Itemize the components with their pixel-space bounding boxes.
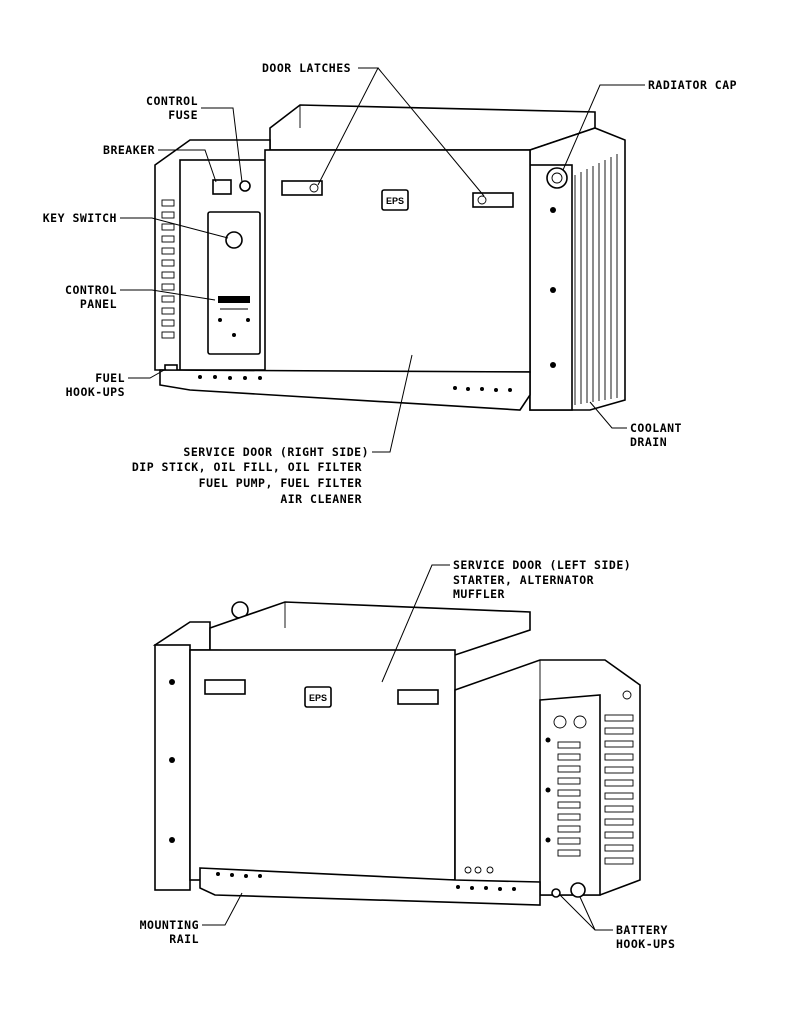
radiator-end-panel — [529, 164, 573, 411]
mounting-rail — [199, 867, 541, 906]
label-coolant-drain: COOLANT — [630, 421, 682, 435]
label-control-fuse-2: FUSE — [168, 108, 198, 122]
door-latch-left — [281, 180, 323, 196]
label-key-switch: KEY SWITCH — [43, 211, 117, 225]
key-switch-icon — [225, 231, 243, 249]
label-service-door-right-4: AIR CLEANER — [280, 492, 362, 506]
door-latch-right — [472, 192, 514, 208]
top-lid — [269, 104, 596, 151]
control-fuse-icon — [239, 180, 251, 192]
base-rail — [159, 369, 531, 411]
eps-logo — [381, 189, 409, 211]
top-lid-rear — [209, 601, 531, 656]
control-box-louvers — [161, 199, 175, 339]
label-service-door-right: SERVICE DOOR (RIGHT SIDE) — [183, 445, 369, 459]
eps-logo-text: EPS — [386, 196, 404, 206]
door-latch-left-rear — [204, 679, 246, 695]
label-service-door-right-2: DIP STICK, OIL FILL, OIL FILTER — [132, 460, 362, 474]
eps-logo-rear-text: EPS — [309, 693, 327, 703]
top-leader-lines — [120, 67, 645, 453]
label-radiator-cap: RADIATOR CAP — [648, 78, 737, 92]
label-battery-hookups: BATTERY — [616, 923, 668, 937]
label-service-door-left-3: MUFFLER — [453, 587, 505, 601]
generator-left-side-view: EPS — [152, 601, 641, 906]
door-latch-right-rear — [397, 689, 439, 705]
bottom-leader-lines — [202, 564, 613, 931]
generator-right-side-view: EPS — [154, 104, 626, 411]
label-fuel-hookups: FUEL — [95, 371, 125, 385]
label-coolant-drain-2: DRAIN — [630, 435, 667, 449]
label-control-panel: CONTROL — [65, 283, 117, 297]
top-labels: DOOR LATCHES RADIATOR CAP CONTROL FUSE B… — [43, 61, 737, 506]
battery-hookup-negative — [551, 888, 561, 898]
bottom-labels: SERVICE DOOR (LEFT SIDE) STARTER, ALTERN… — [140, 558, 675, 951]
label-control-panel-2: PANEL — [80, 297, 117, 311]
eps-logo-rear — [304, 686, 332, 708]
control-box-louvers-rear — [557, 714, 634, 865]
label-door-latches: DOOR LATCHES — [262, 61, 351, 75]
label-control-fuse: CONTROL — [146, 94, 198, 108]
radiator-cap-icon — [546, 167, 568, 189]
label-mounting-rail: MOUNTING — [140, 918, 199, 932]
battery-hookup-positive — [570, 882, 586, 898]
label-service-door-left: SERVICE DOOR (LEFT SIDE) — [453, 558, 631, 572]
label-mounting-rail-2: RAIL — [169, 932, 199, 946]
radiator-fins — [574, 154, 618, 405]
label-service-door-left-2: STARTER, ALTERNATOR — [453, 573, 594, 587]
label-service-door-right-3: FUEL PUMP, FUEL FILTER — [199, 476, 362, 490]
breaker-icon — [212, 179, 232, 195]
label-breaker: BREAKER — [103, 143, 155, 157]
label-battery-hookups-2: HOOK-UPS — [616, 937, 675, 951]
label-fuel-hookups-2: HOOK-UPS — [66, 385, 125, 399]
radiator-end-rear — [154, 644, 191, 891]
